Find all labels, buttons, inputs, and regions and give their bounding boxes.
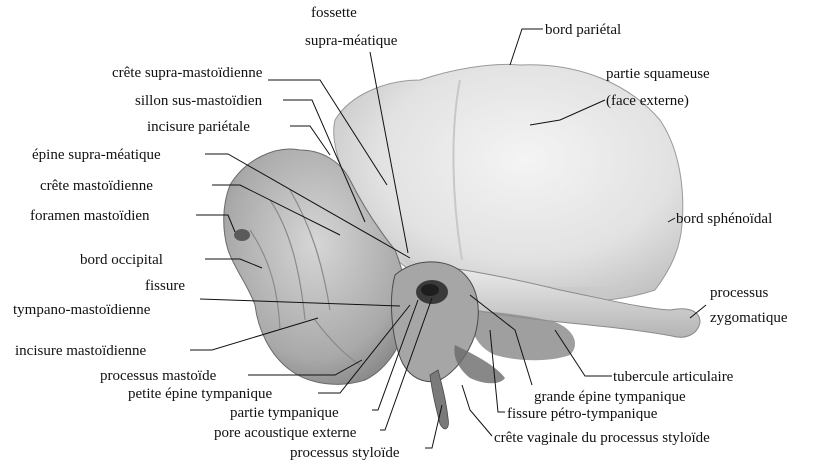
label-processus-styloide: processus styloïde [290,445,400,461]
label-partie-squameuse-line2: (face externe) [606,93,689,109]
label-crete-mastoidienne: crête mastoïdienne [40,178,153,194]
label-fissure-tympano-mastoidienne-line2: tympano-mastoïdienne [13,302,151,318]
label-partie-tympanique: partie tympanique [230,405,339,421]
label-processus-mastoide: processus mastoïde [100,368,217,384]
label-bord-parietal: bord pariétal [545,22,621,38]
label-foramen-mastoidien: foramen mastoïdien [30,208,150,224]
label-incisure-mastoidienne: incisure mastoïdienne [15,343,147,359]
label-fissure-petro-tympanique: fissure pétro-tympanique [507,406,658,422]
label-grande-epine-tympanique: grande épine tympanique [534,389,686,405]
label-processus-zygomatique-line1: processus [710,285,768,301]
label-epine-supra-meatique: épine supra-méatique [32,147,161,163]
label-incisure-parietale: incisure pariétale [147,119,250,135]
label-fissure-tympano-mastoidienne-line1: fissure [145,278,185,294]
leader-crete-vaginale [462,385,492,436]
acoustic-pore-inner [421,284,439,296]
label-fossette-supra-meatique-line2: supra-méatique [305,33,398,49]
label-fossette-supra-meatique-line1: fossette [311,5,357,21]
label-pore-acoustique-externe: pore acoustique externe [214,425,357,441]
label-crete-supra-mastoidienne: crête supra-mastoïdienne [112,65,263,81]
label-petite-epine-tympanique: petite épine tympanique [128,386,272,402]
label-bord-occipital: bord occipital [80,252,163,268]
foramen-shape [234,229,250,241]
styloid-process-shape [430,370,448,429]
leader-bord-parietal [510,29,543,65]
label-tubercule-articulaire: tubercule articulaire [613,369,734,385]
label-bord-sphenoidal: bord sphénoïdal [676,211,772,227]
label-partie-squameuse-line1: partie squameuse [606,66,710,82]
label-processus-zygomatique-line2: zygomatique [710,310,788,326]
label-crete-vaginale: crête vaginale du processus styloïde [494,430,710,446]
label-sillon-sus-mastoidien: sillon sus-mastoïdien [135,93,263,109]
